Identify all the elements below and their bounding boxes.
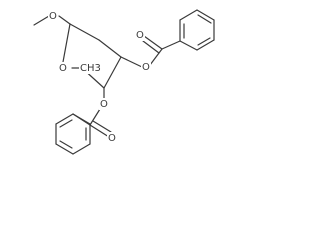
methoxy-oxygen-bond — [58, 15, 71, 25]
lower-carbonyl-oxygen-label: O — [108, 133, 116, 144]
lower-phenyl-aromatic-line-1 — [59, 119, 73, 128]
lower-carbonyl-double-bond-a — [89, 124, 110, 138]
ring-bond-oxygen-c1 — [62, 23, 71, 63]
methyl-label: CH3 — [80, 63, 101, 74]
upper-phenyl-ring-bond-1 — [179, 40, 198, 51]
lower-ester-oxygen-label-background — [99, 98, 109, 110]
lower-phenyl-ring-bond-6 — [72, 113, 91, 125]
upper-carbonyl-oxygen-label-background — [135, 29, 145, 41]
upper-phenyl-aromatic-line-2 — [197, 14, 212, 24]
structure-canvas: O O CH3 O O O O — [33, 9, 215, 155]
lower-phenyl-aromatic-line-2 — [59, 140, 73, 149]
upper-ester-oxygen-label-background — [141, 61, 151, 73]
upper-phenyl-ring-bond-2 — [196, 39, 215, 51]
upper-phenyl-aromatic-line-3 — [197, 37, 211, 46]
upper-ester-oxygen-label: O — [142, 62, 150, 73]
methoxy-methyl-bond — [33, 15, 50, 26]
ring-bond-c1-c2 — [69, 23, 100, 41]
lower-carbonyl-double-bond-b — [92, 120, 112, 133]
ring-oxygen-label-background — [58, 62, 68, 74]
upper-ester-oxygen-bond — [120, 56, 143, 68]
ring-bond-c2-c3 — [98, 39, 122, 58]
upper-carbonyl-double-bond-a — [143, 35, 163, 50]
lower-ester-oxygen-label: O — [100, 99, 108, 110]
methoxy-oxygen-label-background — [48, 10, 58, 22]
upper-carbonyl-double-bond-b — [142, 40, 160, 54]
lower-phenyl-ring-bond-1 — [55, 113, 74, 125]
methoxy-oxygen-label: O — [49, 11, 57, 22]
methyl-label-background — [79, 62, 99, 74]
upper-carbonyl-carbon-bond — [149, 48, 163, 66]
lower-carbonyl-carbon-bond — [89, 108, 101, 126]
lower-phenyl-ring-bond-4 — [72, 143, 91, 155]
molecule-structure: O O CH3 O O O O — [33, 9, 215, 155]
upper-phenyl-ring-bond-5 — [179, 9, 198, 21]
ring-bond-c3-c4 — [103, 56, 122, 89]
ring-oxygen-label: O — [59, 63, 67, 74]
lower-phenyl-ring-bond-3 — [55, 143, 74, 155]
lower-carbonyl-oxygen-label-background — [107, 132, 117, 144]
upper-phenyl-link-bond — [161, 40, 181, 50]
upper-carbonyl-oxygen-label: O — [136, 30, 144, 41]
upper-phenyl-ring-bond-4 — [196, 9, 215, 21]
